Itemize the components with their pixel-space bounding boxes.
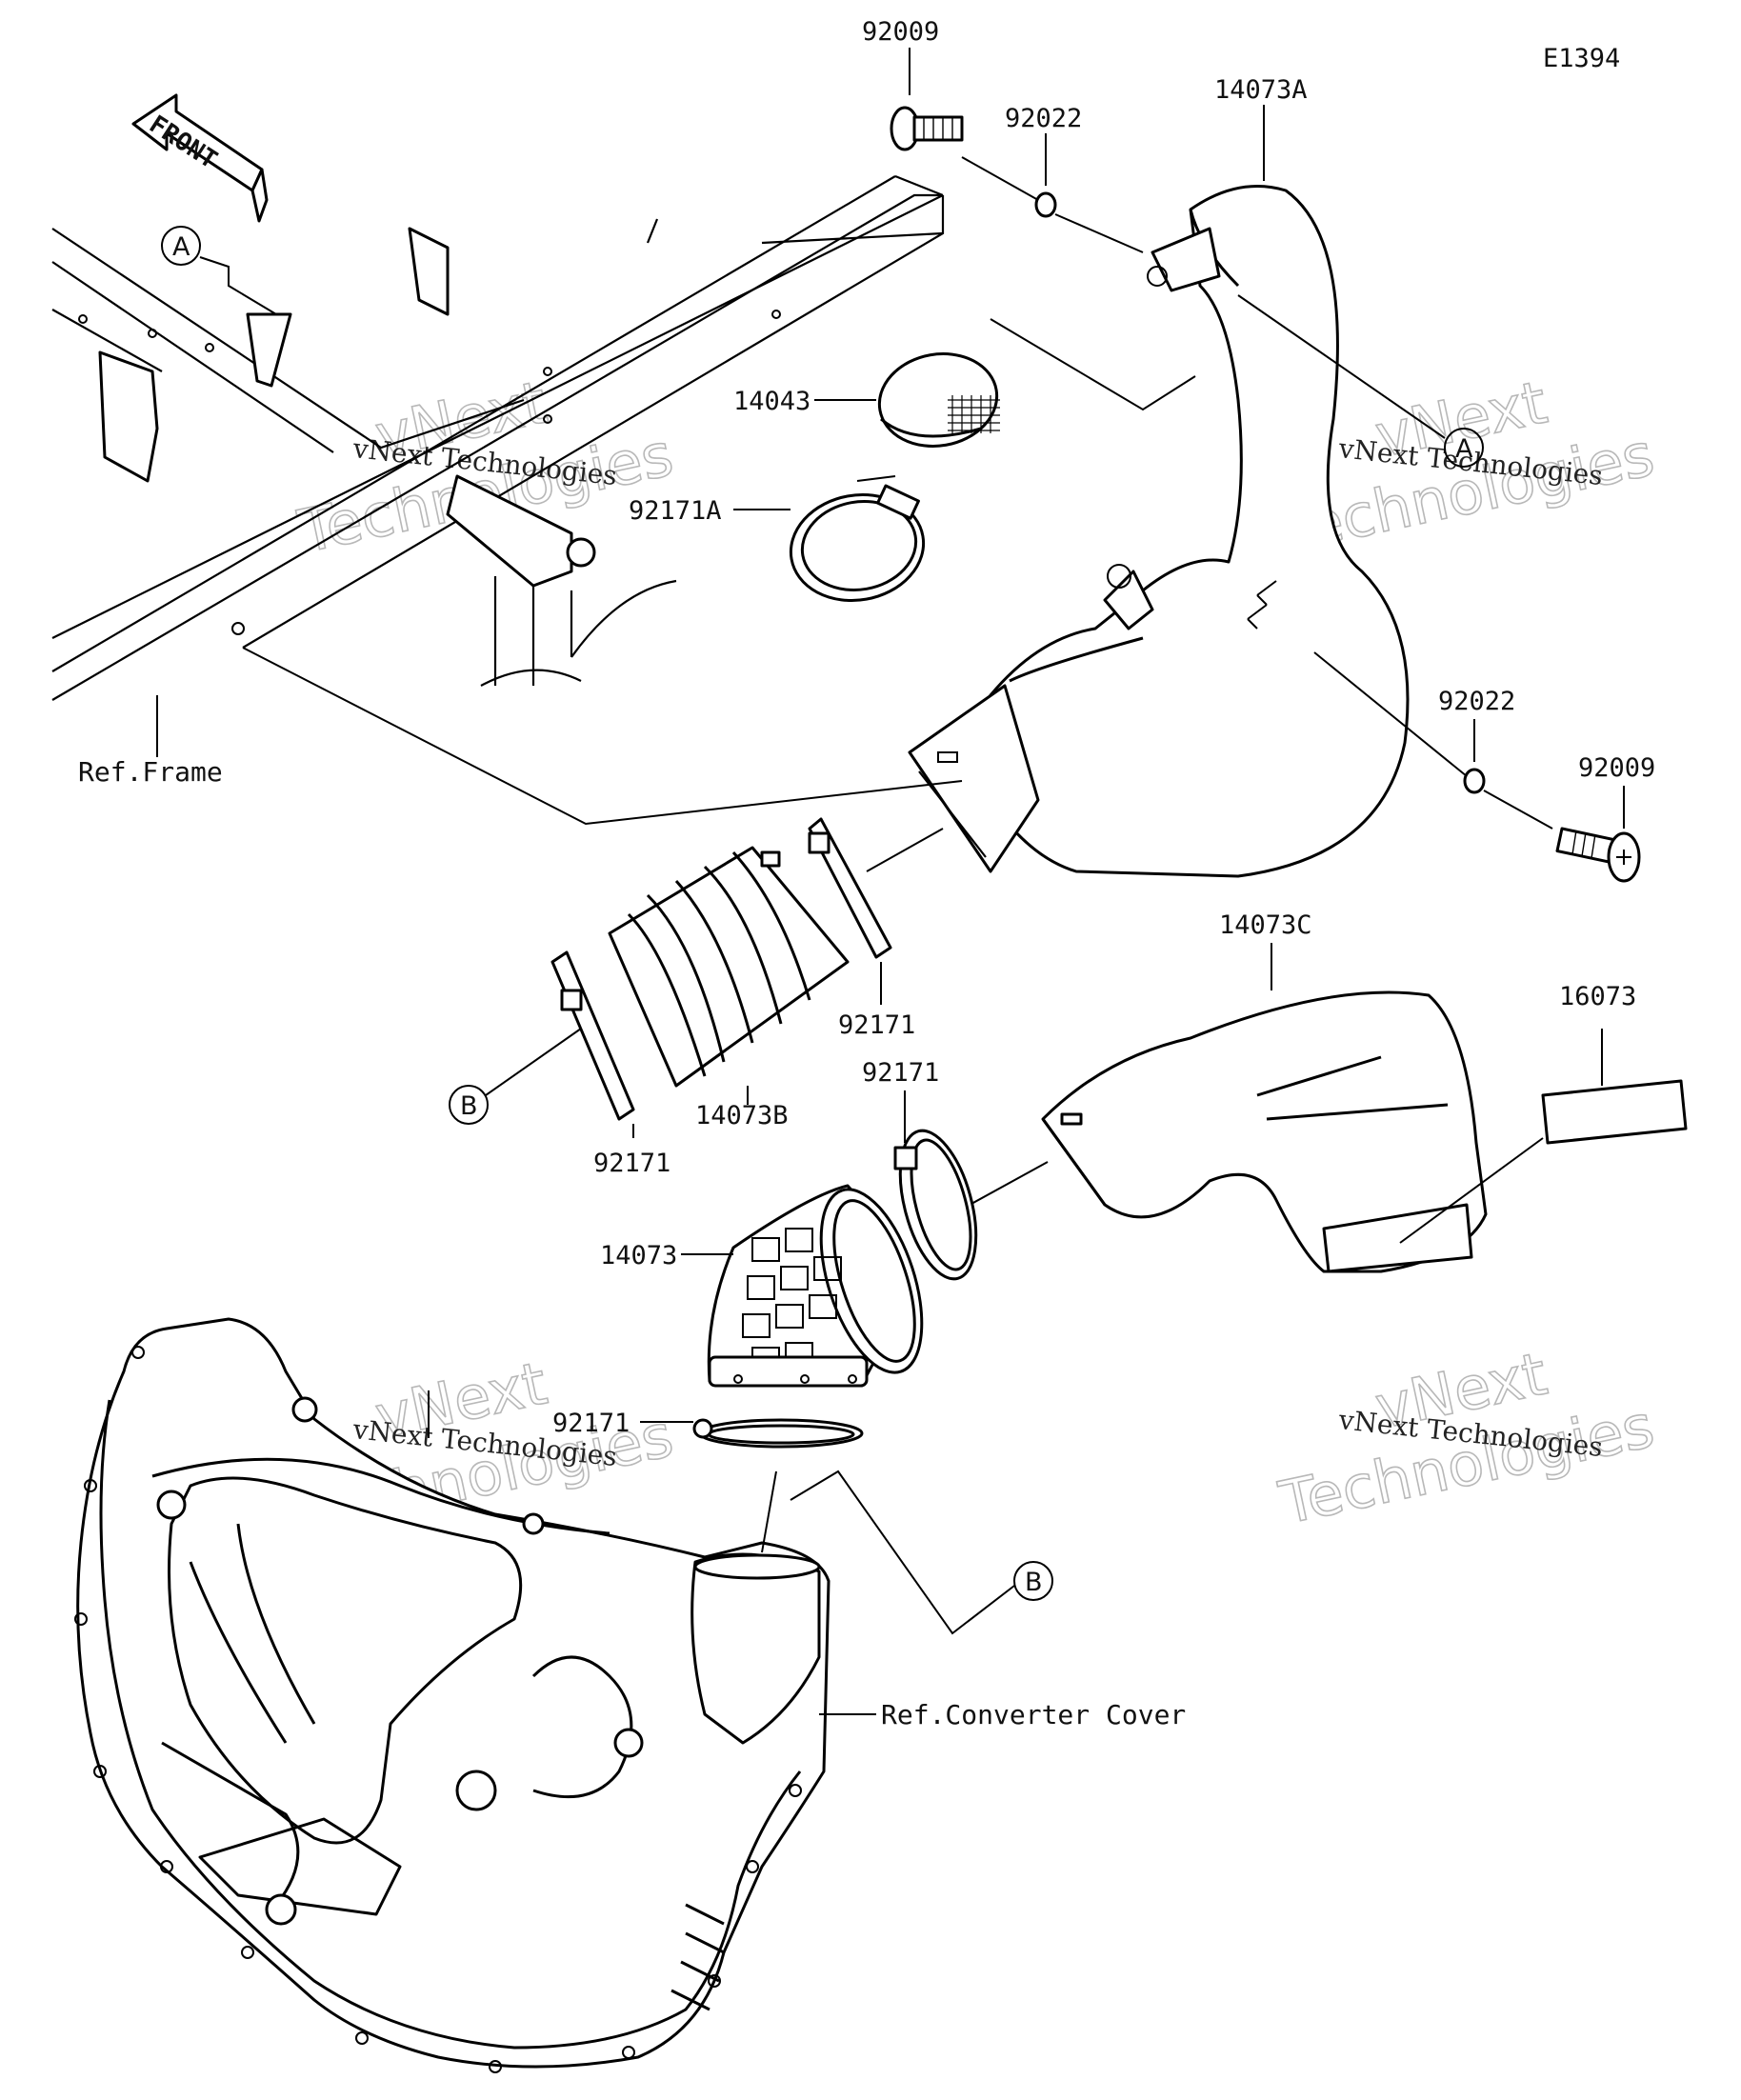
clamp-92171-mid: [808, 817, 892, 959]
callout-a-left: A: [172, 232, 190, 262]
clamp-92171-left: [550, 950, 635, 1121]
washer-92022-top: [1034, 191, 1057, 218]
converter-cover: [74, 1317, 830, 2073]
label-14073: 14073: [600, 1241, 677, 1270]
callout-b-right-circle: [1013, 1561, 1053, 1601]
label-92009-right: 92009: [1578, 753, 1655, 783]
label-92171A: 92171A: [629, 496, 722, 526]
washer-92022-right: [1463, 768, 1486, 794]
label-92171-mid: 92171: [838, 1010, 915, 1040]
callout-a-right-circle: [1444, 428, 1484, 468]
label-92022-right: 92022: [1438, 687, 1515, 716]
front-arrow-icon: FRONT: [131, 93, 269, 223]
callout-b-right: B: [1025, 1568, 1043, 1597]
label-92022-top: 92022: [1005, 104, 1082, 133]
callout-a-left-leader: [199, 256, 277, 315]
label-pad-16073: [1541, 1079, 1688, 1145]
frame-assembly: [51, 174, 945, 701]
screen-14043: [877, 352, 1000, 448]
clamp-92171A: [789, 484, 926, 603]
ref-converter-cover-label: Ref.Converter Cover: [881, 1699, 1186, 1730]
label-16073: 16073: [1559, 982, 1636, 1011]
label-14043: 14043: [733, 387, 810, 416]
boot-14073: [707, 1184, 924, 1388]
callout-b-left-leader: [485, 1028, 582, 1096]
callout-b-right-leader: [790, 1470, 1015, 1635]
diagram-code: E1394: [1543, 44, 1620, 73]
bolt-92009-top: [890, 106, 964, 151]
callout-b-left-circle: [449, 1085, 489, 1125]
label-92009-top: 92009: [862, 17, 939, 47]
label-92171-upper: 92171: [862, 1058, 939, 1088]
clamp-92171-bottom: [692, 1418, 864, 1449]
label-14073C: 14073C: [1219, 910, 1312, 940]
label-14073B: 14073B: [695, 1101, 789, 1130]
air-duct-14073A: [908, 185, 1410, 878]
callout-b-left: B: [460, 1091, 478, 1121]
label-92171-left: 92171: [593, 1149, 670, 1178]
boot-14073B: [608, 846, 850, 1088]
air-duct-14073C: [1041, 990, 1488, 1273]
callout-a-left-circle: [161, 226, 201, 266]
label-92171-bottom: 92171: [552, 1409, 630, 1438]
clamp-92171-upper: [893, 1129, 978, 1281]
ref-frame-label: Ref.Frame: [78, 756, 223, 788]
bolt-92009-right: [1555, 827, 1641, 883]
callout-a-right: A: [1455, 434, 1473, 464]
callout-a-right-leader: [1237, 294, 1446, 439]
label-14073A: 14073A: [1214, 75, 1308, 105]
watermark-bottom-right: vNext Technologies vNext Technologies: [1272, 1338, 1660, 1539]
